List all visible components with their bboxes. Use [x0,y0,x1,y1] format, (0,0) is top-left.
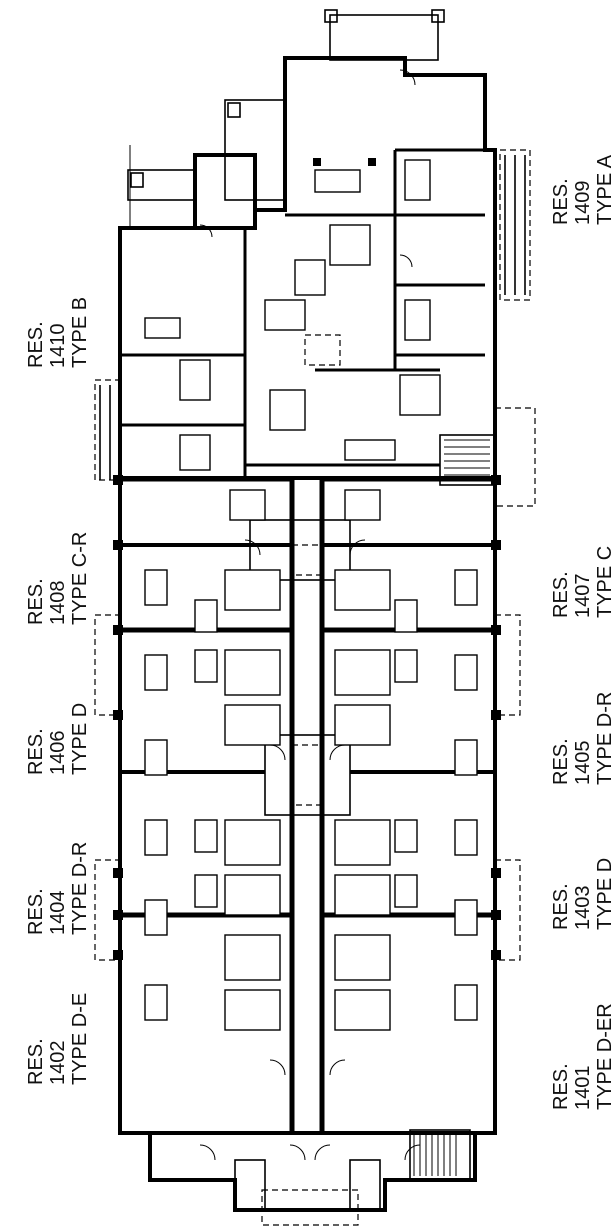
unit-label-res-1408: RES. 1408 TYPE C-R [25,532,91,625]
res-1401-number: 1401 [572,1066,594,1111]
res-1404-type: TYPE D-R [69,842,91,935]
res-1410-type: TYPE B [69,297,91,368]
unit-label-res-1402: RES. 1402 TYPE D-E [25,993,91,1085]
unit-label-res-1401: RES. 1401 TYPE D-ER [550,1003,612,1110]
res-1406-type: TYPE D [69,703,91,775]
door-swings [199,69,421,1161]
res-1408-prefix: RES. [25,578,47,625]
stair-treads-right [444,439,490,476]
res-1408-number: 1408 [47,581,69,626]
res-1401-prefix: RES. [550,1063,572,1110]
res-1403-number: 1403 [572,886,594,931]
res-1405-type: TYPE D-R [594,692,612,785]
res-1402-prefix: RES. [25,1038,47,1085]
res-1409-number: 1409 [572,181,594,226]
res-1409-type: TYPE A [594,154,612,225]
unit-label-res-1405: RES. 1405 TYPE D-R [550,692,612,785]
res-1406-prefix: RES. [25,728,47,775]
unit-label-res-1407: RES. 1407 TYPE C [550,546,612,618]
unit-fixtures [144,159,478,1031]
res-1410-prefix: RES. [25,321,47,368]
res-1404-number: 1404 [47,891,69,936]
columns [113,158,501,960]
balcony-rails-right [504,155,526,295]
unit-label-res-1403: RES. 1403 TYPE D [550,858,612,930]
res-1406-number: 1406 [47,731,69,776]
balcony-rails-left [99,385,111,480]
res-1403-prefix: RES. [550,883,572,930]
balconies [94,149,531,961]
unit-label-res-1406: RES. 1406 TYPE D [25,703,91,775]
central-corridor [249,334,351,1133]
res-1409-prefix: RES. [550,178,572,225]
stair-treads-bottom [413,1134,457,1176]
res-1404-prefix: RES. [25,888,47,935]
res-1402-type: TYPE D-E [69,993,91,1085]
res-1410-number: 1410 [47,324,69,369]
res-1408-type: TYPE C-R [69,532,91,625]
res-1407-prefix: RES. [550,571,572,618]
res-1405-prefix: RES. [550,738,572,785]
res-1407-number: 1407 [572,574,594,619]
unit-label-res-1404: RES. 1404 TYPE D-R [25,842,91,935]
res-1401-type: TYPE D-ER [594,1003,612,1110]
unit-label-res-1410: RES. 1410 TYPE B [25,297,91,368]
res-1403-type: TYPE D [594,858,612,930]
unit-label-res-1409: RES. 1409 TYPE A [550,154,612,225]
res-1405-number: 1405 [572,741,594,786]
res-1402-number: 1402 [47,1041,69,1086]
res-1407-type: TYPE C [594,546,612,618]
